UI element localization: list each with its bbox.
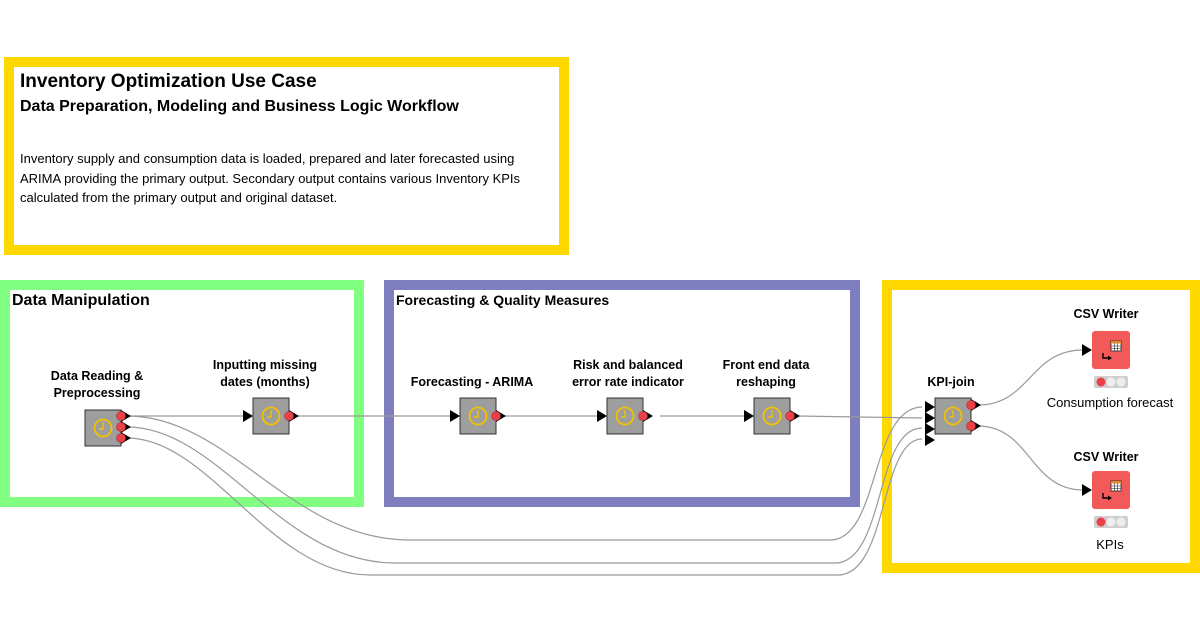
status-light-yellow [1106, 517, 1116, 527]
node-label-csv1: CSV Writer [1073, 306, 1138, 323]
output-port[interactable] [116, 422, 126, 432]
clock-hands-icon [949, 410, 954, 418]
node-label-csv2: CSV Writer [1073, 449, 1138, 466]
output-port[interactable] [116, 411, 126, 421]
status-light-red [1096, 377, 1106, 387]
input-port[interactable] [925, 401, 935, 413]
node-label-kpi-join: KPI-join [927, 374, 974, 391]
node-risk[interactable] [606, 397, 644, 435]
node-label-risk: Risk and balanced error rate indicator [572, 357, 684, 391]
node-label-reshape: Front end data reshaping [723, 357, 810, 391]
input-port[interactable] [925, 434, 935, 446]
status-light-red [1096, 517, 1106, 527]
node-label-reading: Data Reading & Preprocessing [51, 368, 143, 402]
clock-icon [261, 406, 281, 426]
node-csv2[interactable] [1092, 471, 1130, 528]
input-port[interactable] [925, 412, 935, 424]
output-port[interactable] [966, 421, 976, 431]
wire-reading-kpi-3 [126, 437, 923, 576]
wire-kpi-csv1 [977, 349, 1084, 406]
clock-hands-icon [474, 410, 479, 418]
input-port[interactable] [1082, 484, 1092, 496]
table-grid-icon [1111, 483, 1121, 491]
wire-reading-kpi-1 [126, 406, 923, 541]
node-missing[interactable] [252, 397, 290, 435]
clock-hands-icon [621, 410, 626, 418]
output-port[interactable] [785, 411, 795, 421]
clock-icon [615, 406, 635, 426]
node-kpi-join[interactable] [934, 397, 972, 435]
wire-kpi-csv2 [977, 425, 1084, 491]
input-port[interactable] [925, 423, 935, 435]
clock-icon [762, 406, 782, 426]
clock-hands-icon [267, 410, 272, 418]
arrow-head-icon [1108, 495, 1112, 501]
input-port[interactable] [597, 410, 607, 422]
clock-icon [468, 406, 488, 426]
node-annotation-csv2: KPIs [1096, 537, 1124, 552]
output-port[interactable] [491, 411, 501, 421]
arrow-head-icon [1108, 355, 1112, 361]
node-label-line: dates (months) [220, 375, 310, 389]
output-port[interactable] [284, 411, 294, 421]
node-label-line: Front end data [722, 358, 810, 372]
input-port[interactable] [1082, 344, 1092, 356]
arrow-icon [1102, 353, 1110, 359]
node-label-line: Inputting missing [212, 358, 318, 372]
table-header-icon [1111, 481, 1121, 484]
node-label-line: KPI-join [927, 375, 975, 389]
node-csv1[interactable] [1092, 331, 1130, 388]
workflow-subtitle: Data Preparation, Modeling and Business … [20, 98, 459, 115]
clock-icon [93, 418, 113, 438]
output-port[interactable] [966, 400, 976, 410]
node-label-line: error rate indicator [572, 375, 684, 389]
node-label-arima: Forecasting - ARIMA [411, 374, 533, 391]
input-port[interactable] [450, 410, 460, 422]
node-label-line: CSV Writer [1073, 307, 1139, 321]
wire-reshape-kpi [796, 415, 923, 419]
data-manipulation-group: Data Manipulation [0, 280, 364, 507]
input-port[interactable] [744, 410, 754, 422]
table-header-icon [1111, 341, 1121, 344]
node-label-line: reshaping [736, 375, 796, 389]
forecasting-title: Forecasting & Quality Measures [396, 292, 610, 308]
node-label-missing: Inputting missing dates (months) [213, 357, 317, 391]
node-label-line: Preprocessing [53, 386, 141, 400]
workflow-description: Inventory supply and consumption data is… [20, 151, 521, 205]
node-reshape[interactable] [753, 397, 791, 435]
clock-hands-icon [99, 422, 104, 430]
clock-hands-icon [768, 410, 773, 418]
metanode-body[interactable] [934, 397, 972, 435]
status-light-yellow [1106, 377, 1116, 387]
node-annotation-csv1: Consumption forecast [1046, 395, 1174, 410]
data-manipulation-title: Data Manipulation [12, 292, 150, 309]
output-port[interactable] [638, 411, 648, 421]
forecasting-group: Forecasting & Quality Measures [384, 280, 860, 507]
clock-icon [943, 406, 963, 426]
wire-reading-kpi-2 [126, 426, 923, 564]
arrow-icon [1102, 493, 1110, 499]
node-label-line: Forecasting - ARIMA [410, 375, 534, 389]
node-reading[interactable] [84, 409, 122, 447]
table-grid-icon [1111, 343, 1121, 351]
input-port[interactable] [243, 410, 253, 422]
workflow-title: Inventory Optimization Use Case [20, 71, 317, 92]
status-light-green [1116, 377, 1126, 387]
output-port[interactable] [116, 433, 126, 443]
node-label-line: Risk and balanced [573, 358, 683, 372]
node-label-line: CSV Writer [1073, 450, 1139, 464]
status-light-green [1116, 517, 1126, 527]
intro-annotation: Inventory Optimization Use Case Data Pre… [4, 57, 569, 255]
node-label-line: Data Reading & [50, 369, 144, 383]
node-arima[interactable] [459, 397, 497, 435]
